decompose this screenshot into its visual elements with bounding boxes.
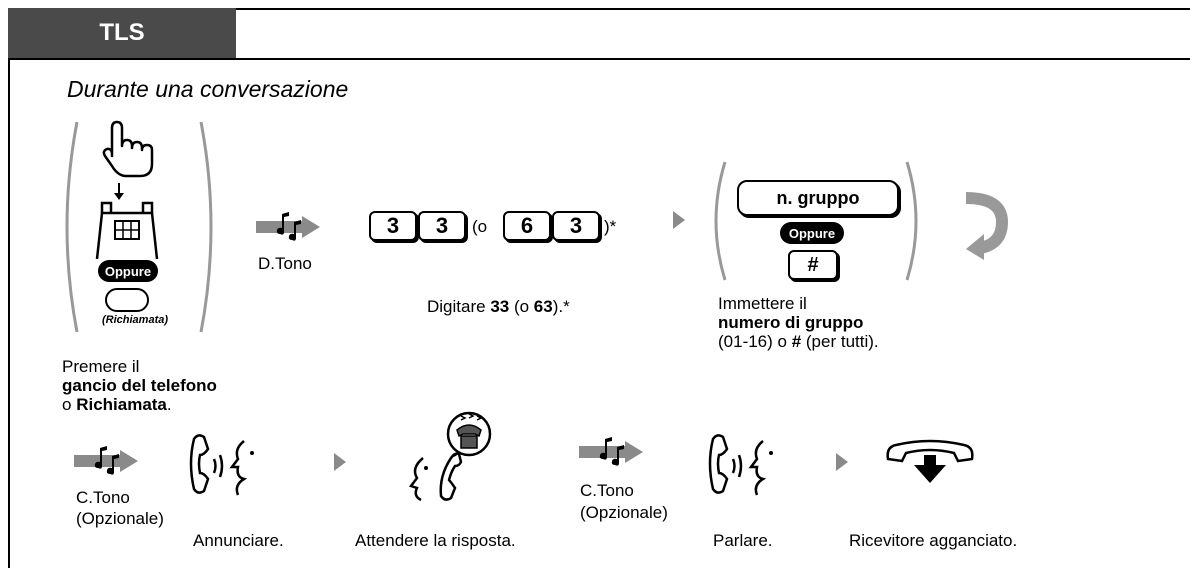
or-badge: Oppure — [98, 260, 158, 282]
loop-arrow-icon — [965, 192, 1009, 260]
announce-label: Annunciare. — [193, 531, 284, 550]
c-tone-label: C.Tono — [580, 481, 634, 500]
wait-answer-label: Attendere la risposta. — [355, 531, 516, 550]
key-3[interactable]: 3 — [418, 211, 466, 241]
step1-instruction: Premere il gancio del telefono o Richiam… — [62, 357, 217, 414]
optional-label: (Opzionale) — [580, 503, 668, 522]
recall-button[interactable] — [105, 288, 149, 312]
step4-brackets — [714, 161, 918, 281]
recall-label: (Richiamata) — [102, 314, 169, 326]
group-number-key[interactable]: n. gruppo — [737, 180, 899, 216]
speaking-person-icon — [708, 434, 773, 496]
flow-arrow-icon — [673, 211, 685, 229]
step4-instruction: Immettere il numero di gruppo (01-16) o … — [718, 294, 879, 351]
section-frame — [8, 8, 1190, 568]
dial-tone-icon — [74, 446, 138, 475]
step1-brackets — [65, 121, 213, 333]
dial-tone-icon — [256, 212, 320, 241]
key-6[interactable]: 6 — [503, 211, 551, 241]
speaking-person-icon — [189, 434, 254, 496]
section-tab: TLS — [8, 8, 236, 58]
hash-key[interactable]: # — [788, 250, 838, 280]
down-arrow-icon — [114, 183, 124, 200]
hand-press-icon — [102, 120, 154, 178]
key-3[interactable]: 3 — [552, 211, 600, 241]
or-badge: Oppure — [780, 222, 844, 244]
or-close-label: )* — [604, 217, 617, 236]
hang-up-icon — [886, 439, 974, 483]
subtitle: Durante una conversazione — [67, 76, 349, 102]
ringing-phone-icon — [408, 411, 492, 502]
c-tone-label: C.Tono — [76, 488, 130, 507]
section-separator — [8, 58, 1190, 60]
dial-tone-label: D.Tono — [258, 254, 312, 273]
telephone-icon — [95, 201, 159, 260]
talk-label: Parlare. — [713, 531, 773, 550]
on-hook-label: Ricevitore agganciato. — [849, 531, 1018, 550]
step3-instruction: Digitare 33 (o 63).* — [427, 297, 570, 316]
flow-arrow-icon — [836, 453, 848, 471]
flow-arrow-icon — [334, 453, 346, 471]
dial-tone-icon — [579, 437, 643, 466]
optional-label: (Opzionale) — [76, 509, 164, 528]
key-3[interactable]: 3 — [369, 211, 417, 241]
or-open-label: (o — [472, 217, 488, 236]
